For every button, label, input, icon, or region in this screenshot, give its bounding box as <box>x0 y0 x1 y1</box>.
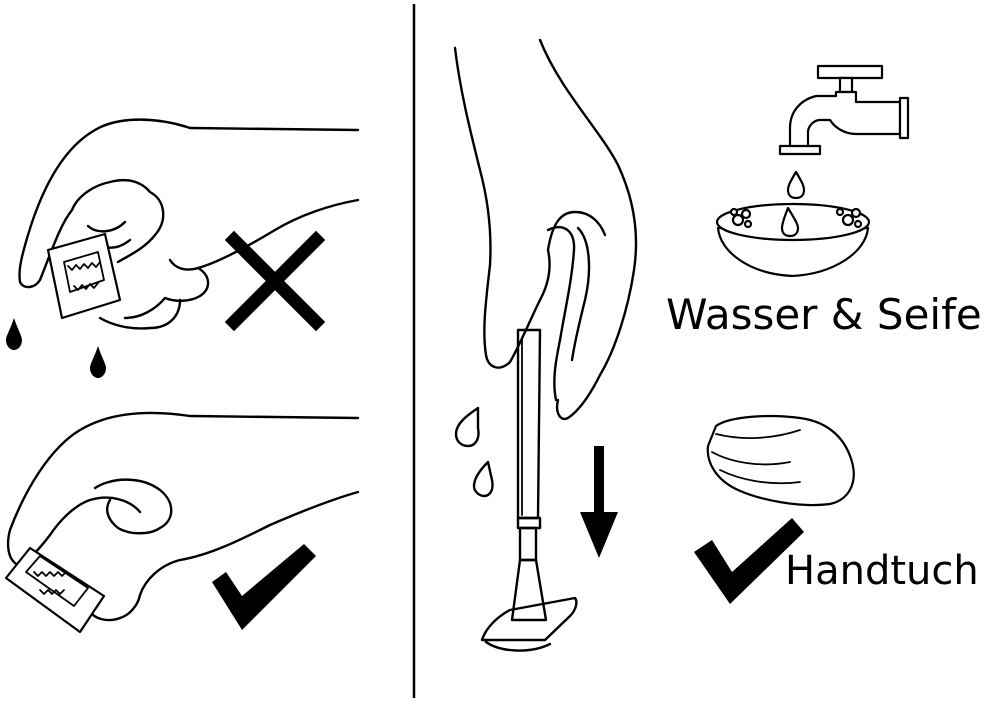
hand-outline-press <box>453 38 638 421</box>
drop-icon <box>6 318 22 350</box>
razor-blade-correct <box>4 546 106 634</box>
correct-grip-illustration <box>4 411 360 634</box>
drop-icon <box>472 460 494 498</box>
water-soap-label: Wasser & Seife <box>666 290 982 339</box>
soap-bowl-icon <box>715 202 871 278</box>
press-illustration <box>453 38 638 652</box>
check-icon <box>212 544 316 630</box>
check-icon <box>694 518 804 604</box>
lancet-pen <box>510 328 548 622</box>
drop-icon <box>454 406 480 448</box>
water-drop-icon <box>786 170 806 200</box>
finger-pad <box>480 596 578 652</box>
wrong-grip-illustration <box>6 118 360 378</box>
towel-label: Handtuch <box>785 548 979 594</box>
cross-icon <box>224 230 326 332</box>
faucet-icon <box>778 64 910 156</box>
towel-icon <box>706 414 855 507</box>
arrow-down-icon <box>580 446 618 558</box>
drop-icon <box>90 346 106 378</box>
razor-blade-wrong <box>46 232 122 320</box>
